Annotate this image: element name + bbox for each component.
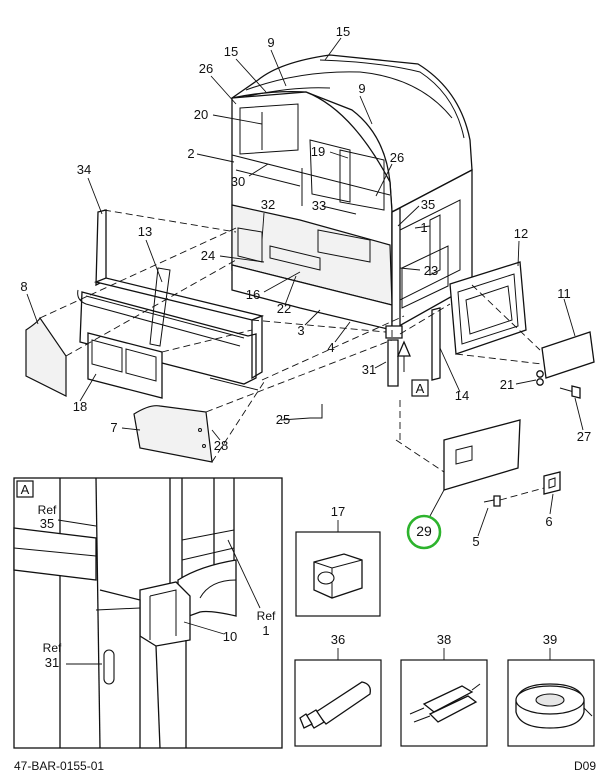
- view-marker-box: [411, 379, 429, 397]
- callout-20: 20: [194, 107, 208, 122]
- ref-35-label: Ref: [38, 503, 57, 517]
- callout-27: 27: [577, 429, 591, 444]
- highlight-circle: [406, 514, 442, 550]
- callout-10: 10: [223, 629, 237, 644]
- callout-5: 5: [472, 534, 479, 549]
- view-marker-label: A: [416, 381, 425, 396]
- callout-30: 30: [231, 174, 245, 189]
- kit-box-38: 38: [400, 632, 488, 747]
- callout-26: 26: [390, 150, 404, 165]
- callout-7: 7: [110, 420, 117, 435]
- kit-box-36: 36: [294, 632, 382, 747]
- access-panel: [443, 419, 521, 491]
- alignment-lines: [39, 209, 545, 501]
- ref-1-number: 1: [262, 623, 269, 638]
- kit-box-17: 17: [295, 504, 381, 617]
- callout-11: 11: [557, 286, 571, 301]
- detail-label-box: [16, 480, 34, 498]
- callout-6: 6: [545, 514, 552, 529]
- callout-numbers: 15 9 15 26 9 20 2 19 26 30 34 32 33 35 1…: [20, 24, 591, 549]
- window-panel: [87, 332, 163, 399]
- callout-18: 18: [73, 399, 87, 414]
- callout-16: 16: [246, 287, 260, 302]
- ref-31-label: Ref: [43, 641, 62, 655]
- callout-9: 9: [358, 81, 365, 96]
- callout-1: 1: [420, 220, 427, 235]
- callout-15: 15: [336, 24, 350, 39]
- left-skirt: [25, 316, 67, 397]
- detail-view-a: A Ref 35 Ref 1 10 Ref 31: [13, 477, 283, 749]
- glass-plate: [541, 331, 595, 379]
- leader-lines: [26, 37, 584, 537]
- callout-34: 34: [77, 162, 91, 177]
- ref-1-label: Ref: [257, 609, 276, 623]
- callout-35: 35: [421, 197, 435, 212]
- post-31: [387, 339, 399, 387]
- kit-number-39: 39: [543, 632, 557, 647]
- callout-2: 2: [187, 146, 194, 161]
- screw-27: [559, 385, 581, 399]
- ref-31-number: 31: [45, 655, 59, 670]
- callout-3: 3: [297, 323, 304, 338]
- bracket-25: [310, 404, 323, 419]
- callout-25: 25: [276, 412, 290, 427]
- callout-28: 28: [214, 438, 228, 453]
- view-arrow: A: [397, 340, 429, 397]
- callout-21: 21: [500, 377, 514, 392]
- side-window: [449, 261, 527, 355]
- callout-23: 23: [424, 263, 438, 278]
- callout-14: 14: [455, 388, 469, 403]
- sheet-code: D09: [574, 759, 596, 773]
- slot-opening: [103, 649, 115, 685]
- front-frame-assembly: [77, 209, 265, 391]
- callout-15: 15: [224, 44, 238, 59]
- callout-4: 4: [327, 340, 334, 355]
- strip-14: [431, 307, 441, 381]
- callout-31: 31: [362, 362, 376, 377]
- clip: [543, 471, 561, 495]
- corner-skirt: [133, 405, 213, 463]
- callout-24: 24: [201, 248, 215, 263]
- callout-32: 32: [261, 197, 275, 212]
- washers-21: [536, 370, 544, 386]
- callout-19: 19: [311, 144, 325, 159]
- drawing-number: 47-BAR-0155-01: [14, 759, 104, 773]
- callout-13: 13: [138, 224, 152, 239]
- callout-12: 12: [514, 226, 528, 241]
- cab-shell: [231, 54, 473, 339]
- callout-29: 29: [416, 523, 432, 539]
- callout-26: 26: [199, 61, 213, 76]
- callout-9: 9: [267, 35, 274, 50]
- kit-number-38: 38: [437, 632, 451, 647]
- kit-number-36: 36: [331, 632, 345, 647]
- callout-33: 33: [312, 198, 326, 213]
- detail-label: A: [21, 482, 30, 497]
- kit-box-39: 39: [507, 632, 595, 747]
- callout-8: 8: [20, 279, 27, 294]
- ref-35-number: 35: [40, 516, 54, 531]
- callout-22: 22: [277, 301, 291, 316]
- kit-number-17: 17: [331, 504, 345, 519]
- bolt-5: [483, 495, 501, 507]
